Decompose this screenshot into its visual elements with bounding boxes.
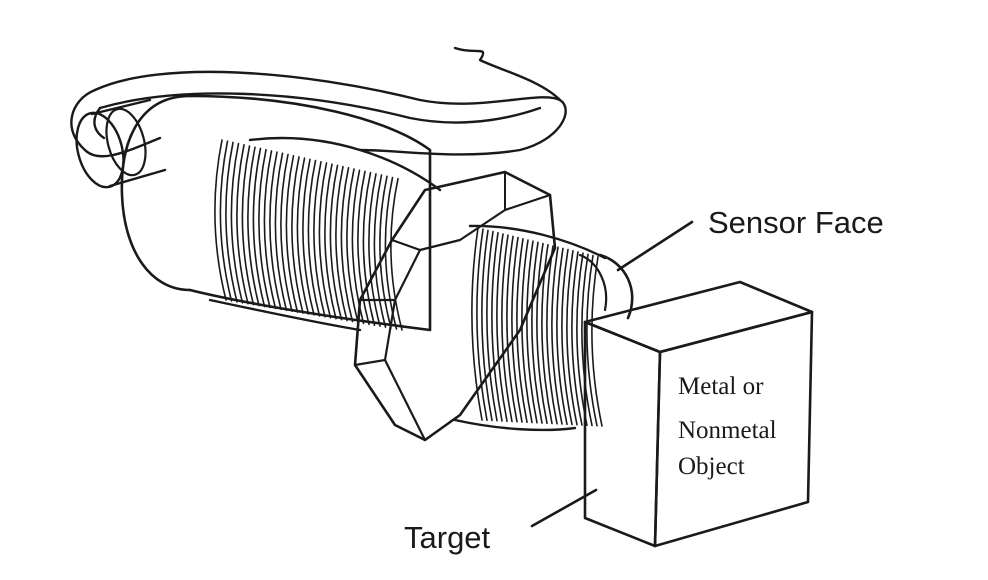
thread-line bbox=[551, 246, 563, 425]
thread-line bbox=[324, 163, 337, 320]
thread-line bbox=[521, 239, 533, 424]
thread-line bbox=[471, 227, 483, 421]
thread-line bbox=[236, 144, 249, 305]
front-thread-lines bbox=[471, 227, 603, 427]
thread-line bbox=[241, 145, 255, 306]
thread-line bbox=[329, 164, 343, 321]
thread-line bbox=[335, 165, 348, 322]
cable-strain-relief bbox=[75, 98, 167, 189]
thread-line bbox=[269, 151, 282, 311]
thread-line bbox=[491, 232, 503, 422]
sensor-face-leader-line bbox=[616, 220, 694, 272]
thread-line bbox=[318, 162, 332, 319]
sensor-face-label: Sensor Face bbox=[708, 205, 884, 240]
thread-line bbox=[536, 242, 548, 425]
thread-line bbox=[263, 150, 277, 310]
thread-line bbox=[506, 235, 518, 423]
thread-line bbox=[357, 170, 370, 326]
thread-line bbox=[496, 233, 508, 423]
hex-nut bbox=[353, 170, 557, 442]
thread-line bbox=[368, 173, 381, 327]
thread-line bbox=[586, 254, 598, 427]
thread-line bbox=[390, 177, 403, 331]
thread-line bbox=[346, 168, 359, 324]
thread-line bbox=[526, 240, 538, 424]
thread-line bbox=[571, 251, 583, 426]
thread-line bbox=[274, 152, 288, 312]
thread-line bbox=[511, 236, 523, 423]
thread-line bbox=[302, 158, 315, 316]
rear-thread-lines bbox=[214, 139, 403, 331]
thread-line bbox=[313, 160, 326, 318]
thread-line bbox=[373, 174, 387, 328]
thread-line bbox=[219, 140, 233, 302]
thread-line bbox=[486, 230, 498, 422]
rear-thread bbox=[208, 136, 442, 332]
thread-line bbox=[481, 229, 493, 422]
thread-line bbox=[214, 139, 227, 301]
thread-line bbox=[581, 253, 593, 427]
thread-line bbox=[516, 238, 528, 424]
thread-line bbox=[501, 234, 513, 423]
thread-line bbox=[291, 156, 304, 314]
thread-line bbox=[556, 247, 568, 426]
target-leader-line bbox=[530, 488, 598, 528]
thread-line bbox=[247, 146, 260, 307]
thread-line bbox=[541, 244, 553, 425]
sensor-cable bbox=[70, 46, 567, 158]
front-thread bbox=[453, 224, 607, 432]
target-object bbox=[583, 280, 814, 548]
target-label: Target bbox=[404, 520, 491, 555]
thread-line bbox=[307, 159, 321, 317]
thread-line bbox=[576, 252, 588, 427]
thread-line bbox=[296, 157, 310, 315]
object-label-line-3: Object bbox=[678, 453, 745, 480]
thread-line bbox=[531, 241, 543, 424]
thread-line bbox=[285, 154, 299, 313]
thread-line bbox=[252, 147, 266, 308]
thread-line bbox=[561, 248, 573, 426]
thread-line bbox=[591, 256, 603, 427]
thread-line bbox=[476, 228, 488, 422]
object-label-line-2: Nonmetal bbox=[678, 417, 777, 444]
thread-line bbox=[280, 153, 293, 313]
thread-line bbox=[379, 175, 392, 329]
object-label-line-1: Metal or bbox=[678, 373, 764, 400]
thread-line bbox=[546, 245, 558, 425]
thread-line bbox=[258, 148, 271, 309]
thread-line bbox=[362, 171, 376, 327]
thread-line bbox=[225, 141, 238, 303]
thread-line bbox=[340, 167, 354, 323]
thread-line bbox=[566, 250, 578, 426]
thread-line bbox=[230, 142, 244, 304]
